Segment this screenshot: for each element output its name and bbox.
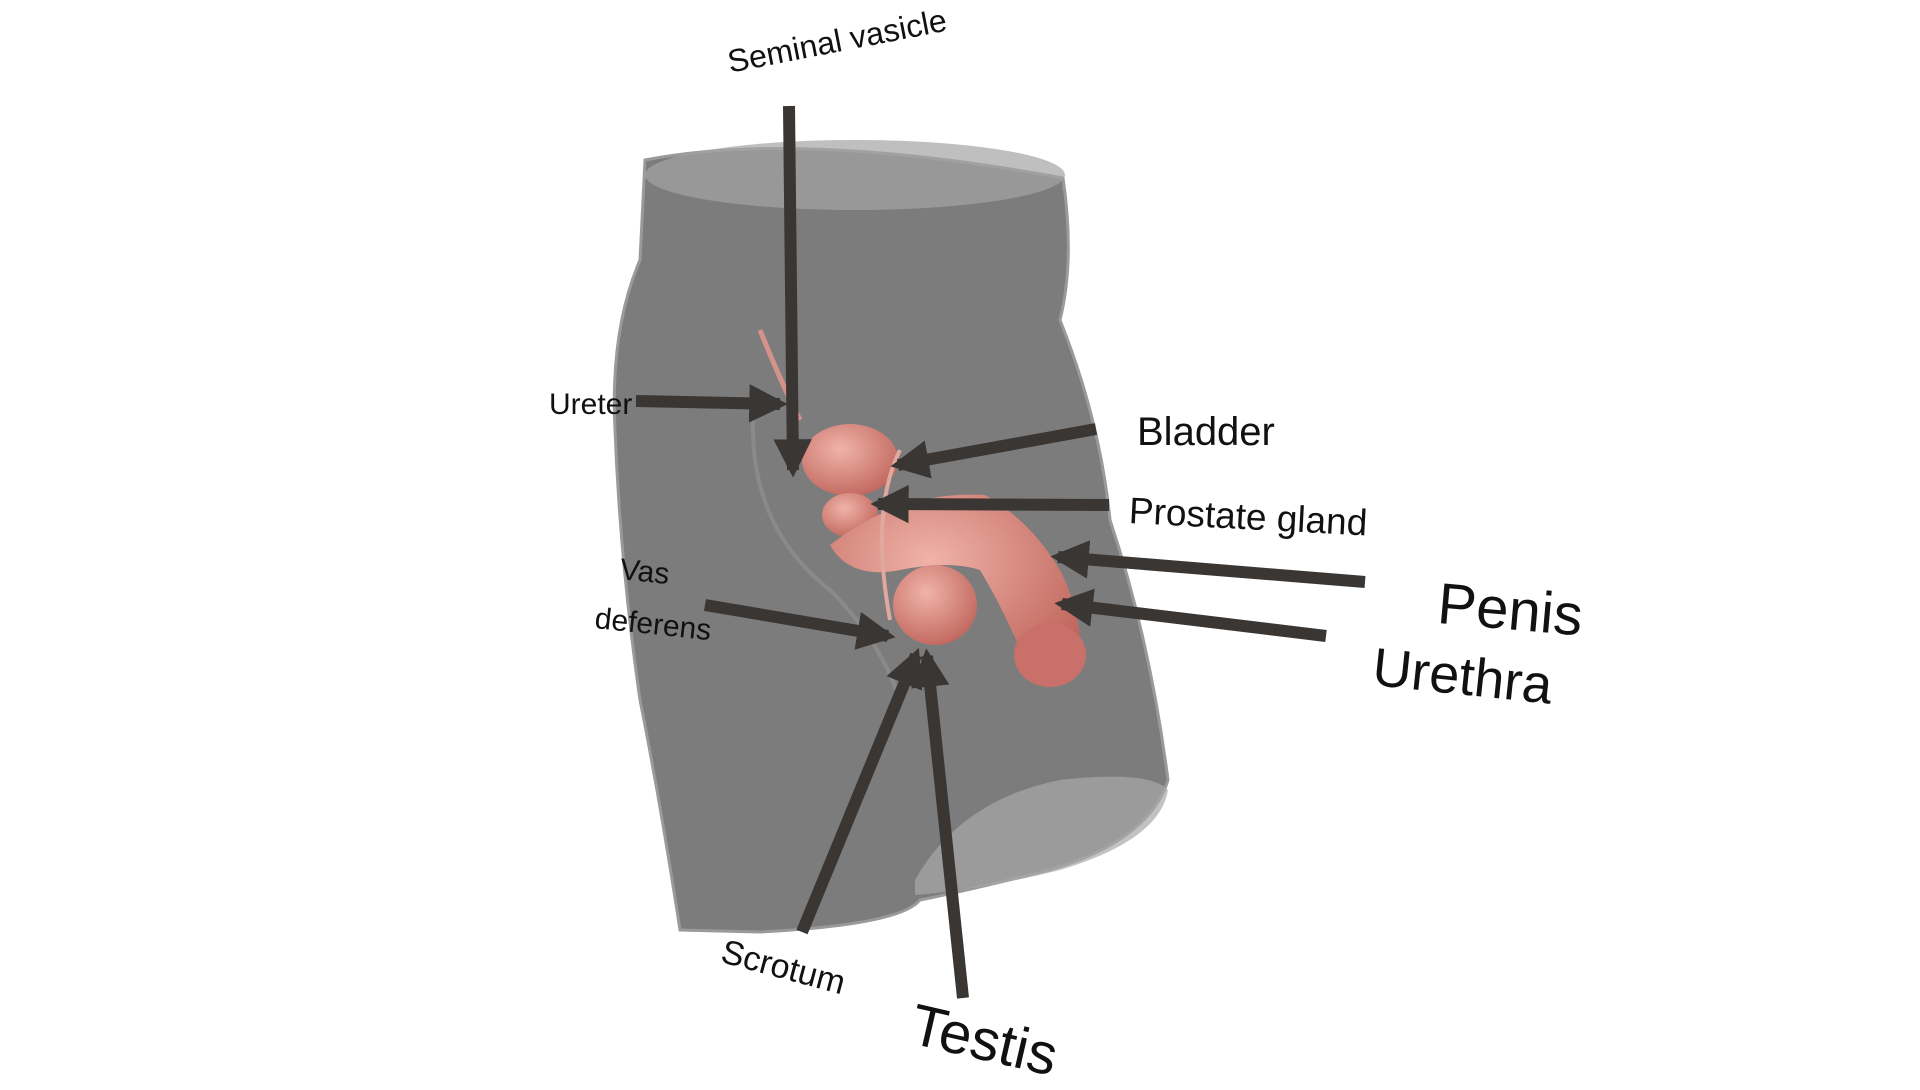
testis-organ bbox=[893, 565, 977, 645]
arrow-scrotum bbox=[796, 647, 923, 935]
arrow-vas-deferens bbox=[703, 599, 896, 650]
arrow-seminal-vesicle bbox=[773, 105, 812, 478]
label-bladder: Bladder bbox=[1137, 410, 1275, 454]
organs bbox=[757, 329, 1086, 687]
arrow-bladder bbox=[890, 423, 1098, 479]
arrow-testis bbox=[911, 648, 969, 999]
label-vas-deferens-line1: Vas bbox=[618, 553, 671, 592]
label-ureter: Ureter bbox=[549, 388, 633, 421]
arrow-urethra bbox=[1054, 588, 1327, 642]
arrow-prostate bbox=[870, 484, 1110, 524]
label-penis: Penis bbox=[1435, 571, 1586, 649]
bladder-organ bbox=[802, 424, 898, 496]
arrow-ureter bbox=[635, 384, 788, 423]
arrow-penis bbox=[1050, 540, 1366, 588]
penis-organ bbox=[830, 494, 1081, 682]
